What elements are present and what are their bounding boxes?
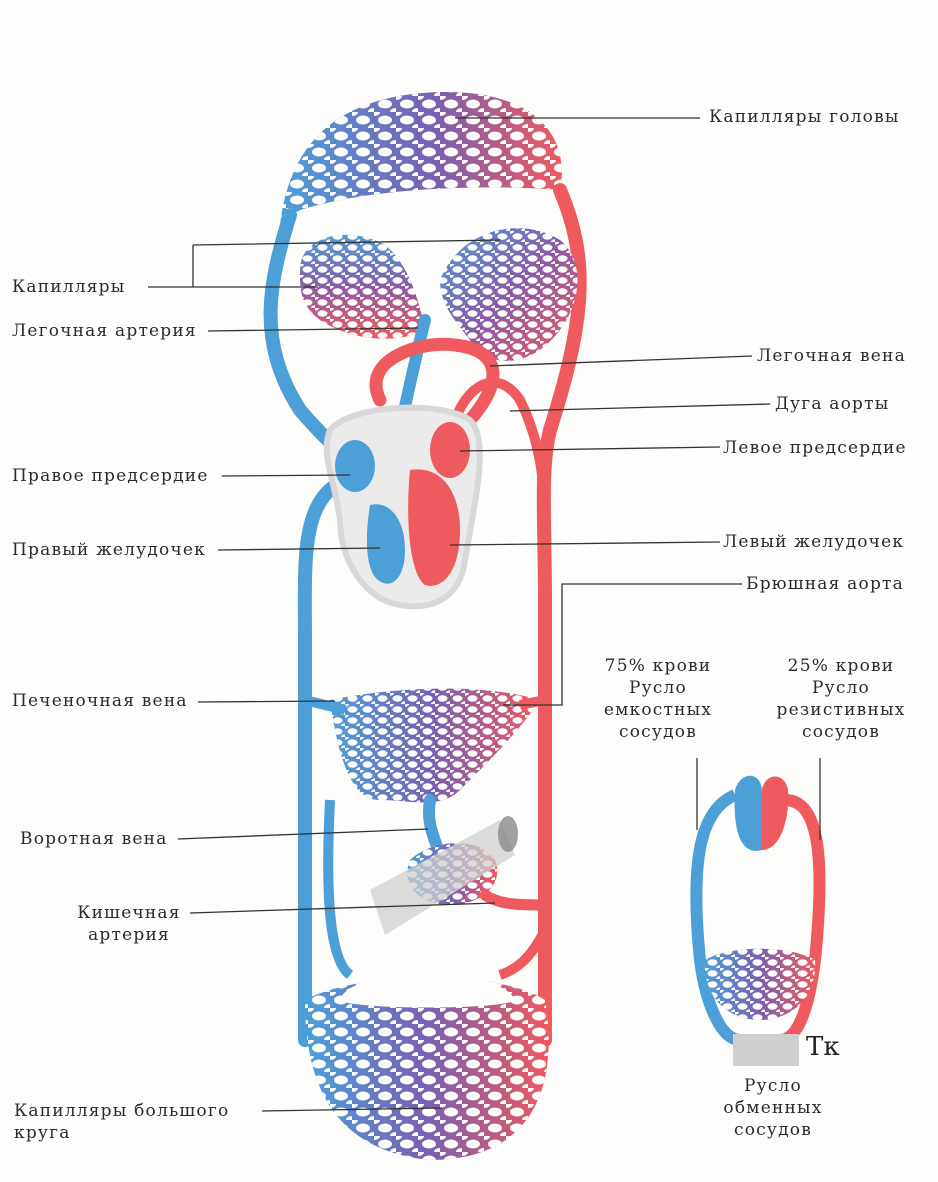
label-aortic-arch: Дуга аорты — [775, 393, 889, 415]
mini-circulation-diagram — [696, 776, 819, 1066]
label-systemic-capillaries: Капилляры большого круга — [14, 1100, 229, 1144]
leader-intestinal-artery — [190, 903, 495, 913]
label-tk: Тк — [806, 1036, 840, 1058]
exchange-tissue-box — [733, 1034, 799, 1066]
label-capacitance-bed: 75% крови Русло емкостных сосудов — [598, 655, 718, 743]
intestine-lumen — [498, 816, 518, 852]
leader-left-atrium — [460, 447, 720, 451]
label-left-atrium: Левое предсердие — [723, 437, 907, 459]
label-right-atrium: Правое предсердие — [12, 465, 209, 487]
left-lung-network — [300, 235, 425, 339]
label-resistive-bed: 25% крови Русло резистивных сосудов — [766, 655, 916, 743]
hepatic-artery-link — [520, 700, 545, 705]
label-pulmonary-vein: Легочная вена — [757, 345, 906, 367]
systemic-capillary-network — [305, 974, 549, 1160]
label-abdominal-aorta: Брюшная аорта — [746, 573, 904, 595]
leader-aortic-arch — [510, 404, 770, 411]
label-left-ventricle: Левый желудочек — [723, 531, 904, 553]
label-right-ventricle: Правый желудочек — [12, 539, 206, 561]
right-atrium-chamber — [335, 440, 375, 492]
label-exchange-bed: Русло обменных сосудов — [718, 1075, 828, 1141]
label-head-capillaries: Капилляры головы — [709, 106, 900, 128]
left-atrium-chamber — [430, 422, 470, 478]
leader-left-ventricle — [450, 542, 720, 545]
inner-loop-blue — [328, 800, 350, 975]
leader-pulmonary-vein — [490, 356, 752, 366]
label-portal-vein: Воротная вена — [20, 828, 168, 850]
label-pulmonary-artery: Легочная артерия — [12, 320, 197, 342]
head-capillary-network — [280, 92, 562, 225]
label-hepatic-vein: Печеночная вена — [12, 690, 188, 712]
label-capillaries: Капилляры — [12, 276, 126, 298]
label-intestinal-artery: Кишечная артерия — [70, 902, 188, 946]
